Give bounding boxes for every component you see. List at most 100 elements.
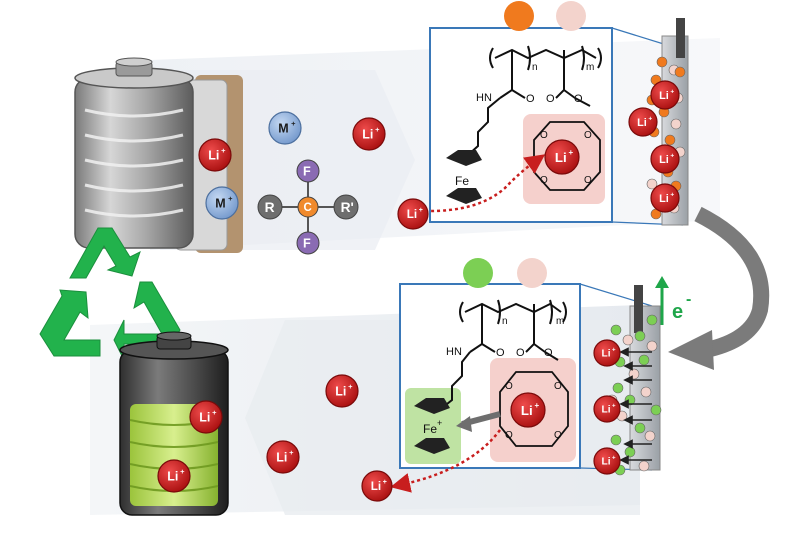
li-ion-free-top: Li+ [352,117,386,151]
electron-minus: - [686,291,691,308]
bottom-electrode-particle [644,430,656,442]
svg-text:+: + [612,454,616,461]
top-sub-m: m [586,62,594,73]
fluorine-atom-bottom [296,231,320,255]
bottom-o-label-2: O [516,347,525,359]
svg-text:Li: Li [362,127,373,141]
top-electrode-particle [656,56,668,68]
li-ion-battery: Li+ [198,138,232,172]
top-sub-n: n [532,62,538,73]
top-monomer-2-dot [556,1,586,31]
svg-text:Li: Li [602,349,611,360]
svg-text:M: M [278,121,288,135]
bottom-electrode-particle [624,446,636,458]
bcrown-o-3: O [505,430,513,441]
svg-text:+: + [348,382,353,391]
crown-o-4: O [584,175,592,186]
svg-text:Li: Li [167,469,178,483]
li-ion-electrode-bottom-2: Li+ [593,395,621,423]
li-ion-free-bottom-2: Li+ [266,440,300,474]
bottom-fe-plus: + [437,418,442,428]
m-ion-free: M+ [268,111,302,145]
svg-text:+: + [612,402,616,409]
bottom-electrode-particle [650,404,662,416]
top-o-label-1: O [526,93,535,105]
svg-text:Li: Li [659,193,669,205]
crown-o-2: O [584,130,592,141]
svg-text:Li: Li [602,457,611,468]
bcrown-o-4: O [554,430,562,441]
svg-text:F: F [303,165,311,179]
svg-text:+: + [221,146,226,155]
li-ion-electrode-top-1: Li+ [650,80,680,110]
svg-text:Li: Li [407,208,417,221]
crown-o-1: O [540,130,548,141]
bottom-electrode-particle [640,386,652,398]
svg-text:Li: Li [555,150,567,165]
crown-o-3: O [540,175,548,186]
li-ion-electrode-top-3: Li+ [650,144,680,174]
bottom-electrode-particle [628,368,640,380]
svg-text:+: + [670,191,674,198]
bottom-crown-ether-icon [499,371,569,447]
svg-text:+: + [289,448,294,457]
svg-text:R': R' [341,200,354,215]
top-electrode-particle [646,178,658,190]
bottom-fe-label: Fe [423,422,437,436]
bcrown-o-1: O [505,381,513,392]
li-ion-new-battery-1: Li+ [189,400,223,434]
svg-text:+: + [534,401,539,410]
li-ion-new-battery-2: Li+ [157,459,191,493]
bottom-sub-m: m [556,316,564,327]
r-group-left [257,194,283,220]
bottom-o-label-1: O [496,347,505,359]
li-ion-free-bottom-1: Li+ [325,374,359,408]
bottom-electrode-particle [610,434,622,446]
svg-text:M: M [215,196,225,210]
li-ion-electrode-top-2: Li+ [628,107,658,137]
li-ion-crown-top: Li+ [544,139,580,175]
svg-text:+: + [212,408,217,417]
svg-text:F: F [303,237,311,251]
electron-arrow: e - [655,276,691,325]
bottom-electrode-particle [634,422,646,434]
svg-text:+: + [180,467,185,476]
top-electrode-particle [664,134,676,146]
svg-text:Li: Li [659,90,669,102]
ferrocenium-icon: Fe + [414,398,450,454]
svg-text:+: + [568,148,573,157]
svg-text:+: + [670,88,674,95]
svg-text:+: + [383,479,387,486]
top-fe-label: Fe [455,174,469,188]
svg-text:+: + [375,125,380,134]
svg-text:+: + [291,119,296,128]
svg-text:Li: Li [199,410,210,424]
svg-text:Li: Li [335,384,346,398]
bottom-monomer-1-dot [463,258,493,288]
svg-text:+: + [612,346,616,353]
bottom-electrode-particle [634,330,646,342]
top-capture-arrow [424,154,546,213]
svg-text:Li: Li [637,117,647,129]
bottom-electrode-particle [610,324,622,336]
svg-text:Li: Li [521,403,533,418]
svg-text:+: + [228,194,233,203]
svg-text:Li: Li [371,480,381,493]
bottom-sub-n: n [502,316,508,327]
bottom-o-label-3: O [544,347,553,359]
bottom-electrode-particle [638,460,650,472]
li-ion-electrode-top-4: Li+ [650,183,680,213]
svg-text:Li: Li [659,154,669,166]
svg-text:+: + [419,207,423,214]
top-electrode-particle [670,118,682,130]
svg-text:Li: Li [276,450,287,464]
bottom-electrode-particle [612,382,624,394]
release-arrows [619,347,652,465]
li-ion-crown-bottom: Li+ [510,392,546,428]
li-ion-electrode-bottom-3: Li+ [593,447,621,475]
top-o-label-2: O [546,93,555,105]
top-nh-label: HN [476,92,492,104]
bottom-monomer-2-dot [517,258,547,288]
li-ion-electrode-bottom-1: Li+ [593,339,621,367]
